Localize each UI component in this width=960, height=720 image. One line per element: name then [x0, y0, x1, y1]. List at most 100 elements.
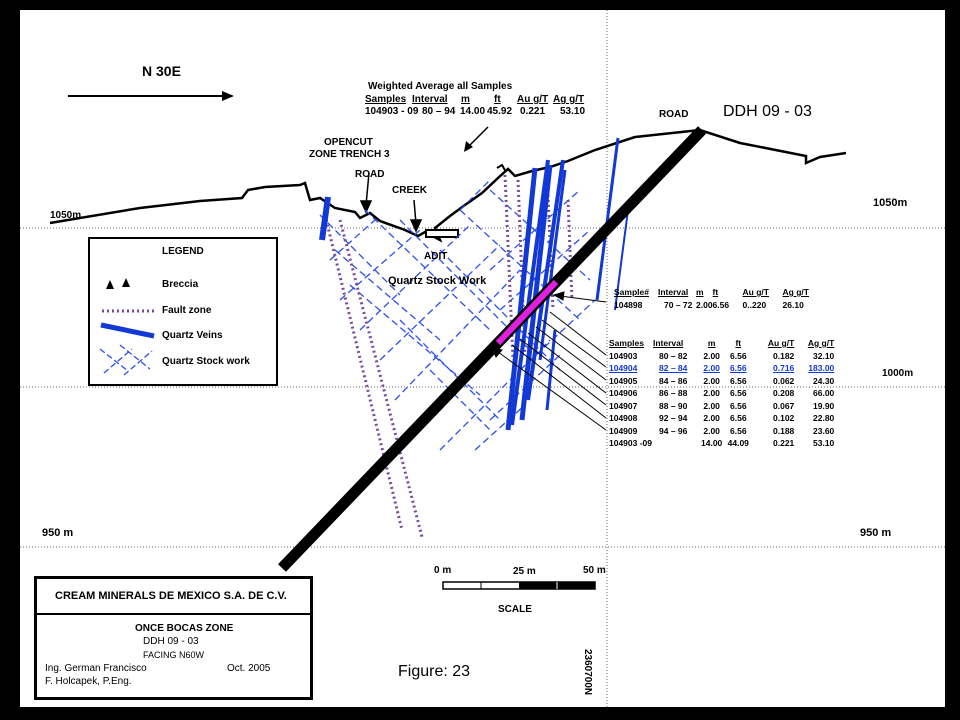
scale-tick-25: 25 m — [513, 566, 536, 577]
creek-label: CREEK — [392, 185, 428, 196]
legend-label-fault-zone: Fault zone — [162, 305, 212, 316]
samples-header: Samples Interval m ft Au g/T Ag g/T — [609, 337, 834, 350]
st-col-interval: Interval — [653, 338, 684, 348]
opencut-label: OPENCUT — [324, 137, 373, 148]
samples-cell-au: 0.062 — [773, 375, 795, 386]
samples-cell-interval: 86 – 88 — [659, 388, 688, 398]
quartz-vein-bar-icon — [100, 322, 155, 339]
samples-cell-m: 2.00 — [703, 413, 720, 423]
samples-cell-ag: 32.10 — [813, 350, 835, 361]
author-line-2: F. Holcapek, P.Eng. — [45, 676, 132, 687]
breccia-triangles-icon — [106, 278, 130, 289]
st-col-m: m — [707, 338, 716, 348]
wa-val-m: 14.00 — [460, 106, 486, 117]
samples-cell-sample: 104905 — [609, 375, 638, 386]
zone-name: ONCE BOCAS ZONE — [135, 623, 234, 634]
samples-total-m: 14.00 — [701, 438, 723, 448]
ss-col-sample: Sample# — [614, 287, 649, 297]
samples-cell-m: 2.00 — [703, 400, 720, 411]
samples-cell-sample: 104908 — [609, 413, 638, 423]
ss-col-m: m — [696, 287, 704, 297]
stockwork-dashed-lines-icon — [99, 344, 153, 376]
samples-cell-sample: 104909 — [609, 425, 638, 436]
pointer-arrow-icon — [464, 126, 489, 152]
samples-cell-m: 2.00 — [703, 350, 720, 361]
samples-cell-au: 0.067 — [773, 400, 795, 411]
label-arrows — [359, 172, 423, 233]
elevation-950-left: 950 m — [42, 527, 74, 539]
wa-col-samples: Samples — [365, 94, 407, 105]
trench-marker — [496, 163, 507, 173]
legend-label-breccia: Breccia — [162, 279, 199, 290]
legend-title: LEGEND — [162, 246, 204, 257]
samples-cell-ag: 66.00 — [813, 388, 835, 398]
ss-val-ag: 26.10 — [782, 299, 804, 310]
scale-tick-50: 50 m — [583, 565, 606, 576]
samples-cell-ft: 6.56 — [730, 400, 747, 411]
ss-val-au: 0..220 — [742, 299, 767, 310]
scale-label: SCALE — [498, 604, 532, 615]
ss-col-au: Au g/T — [742, 287, 769, 297]
elevation-950-right: 950 m — [860, 527, 892, 539]
samples-cell-ag: 19.90 — [813, 400, 835, 411]
legend-label-quartz-veins: Quartz Veins — [162, 330, 223, 341]
northing-label: 2360700N — [582, 649, 593, 696]
samples-total-ft: 44.09 — [727, 438, 749, 448]
wa-col-m: m — [461, 94, 470, 105]
quartz-vein-bars — [319, 137, 629, 431]
samples-cell-ft: 6.56 — [730, 413, 747, 423]
samples-cell-interval: 92 – 94 — [659, 413, 688, 423]
scale-bar — [442, 581, 596, 590]
wa-val-interval: 80 – 94 — [422, 106, 456, 117]
samples-cell-au: 0.102 — [773, 413, 795, 423]
samples-cell-interval: 94 – 96 — [659, 425, 688, 436]
single-sample-row: 104898 70 – 72 2.00 6.56 0..220 26.10 — [614, 299, 817, 312]
wa-col-ag: Ag g/T — [553, 94, 585, 105]
samples-cell-interval: 82 – 84 — [659, 363, 688, 373]
wa-val-au: 0.221 — [520, 106, 546, 117]
samples-total-blank — [653, 437, 701, 450]
samples-cell-au: 0.716 — [773, 363, 795, 373]
ss-col-ft: ft — [712, 287, 719, 297]
samples-total-sample: 104903 -09 — [609, 438, 653, 448]
samples-total-ag: 53.10 — [813, 438, 835, 448]
samples-cell-sample: 104906 — [609, 388, 638, 398]
cross-section-drawing — [20, 10, 945, 707]
elevation-1050-left: 1050m — [50, 210, 82, 221]
wa-val-ag: 53.10 — [560, 106, 586, 117]
figure-frame: N 30E DDH 09 - 03 Weighted Average all S… — [20, 10, 945, 707]
direction-label: N 30E — [142, 63, 181, 79]
st-col-au: Au g/T — [767, 338, 795, 348]
date-label: Oct. 2005 — [227, 663, 271, 674]
road-right-label: ROAD — [659, 109, 689, 120]
single-sample-table: Sample# Interval m ft Au g/T Ag g/T 1048… — [614, 286, 817, 311]
ss-val-sample: 104898 — [614, 299, 643, 310]
samples-cell-interval: 80 – 82 — [659, 350, 688, 361]
samples-cell-au: 0.208 — [773, 388, 795, 398]
samples-cell-au: 0.188 — [773, 425, 795, 436]
st-col-ag: Ag g/T — [807, 338, 835, 348]
samples-cell-m: 2.00 — [703, 425, 720, 436]
direction-arrow-icon — [68, 91, 234, 101]
samples-cell-sample: 104903 — [609, 350, 638, 361]
wa-col-interval: Interval — [412, 94, 448, 105]
fault-zone-dotted-line-icon — [102, 309, 154, 313]
samples-cell-m: 2.00 — [703, 388, 720, 398]
legend-label-stockwork: Quartz Stock work — [162, 356, 250, 367]
samples-cell-au: 0.182 — [773, 350, 795, 361]
scale-tick-0: 0 m — [434, 565, 452, 576]
samples-cell-ft: 6.56 — [730, 363, 747, 373]
elevation-1000-right: 1000m — [882, 368, 914, 379]
hole-id-label: DDH 09 - 03 — [723, 103, 812, 120]
samples-cell-ft: 6.56 — [730, 375, 747, 386]
wa-col-ft: ft — [494, 94, 501, 105]
title-divider — [37, 613, 310, 615]
author-line-1: Ing. German Francisco — [45, 663, 147, 674]
